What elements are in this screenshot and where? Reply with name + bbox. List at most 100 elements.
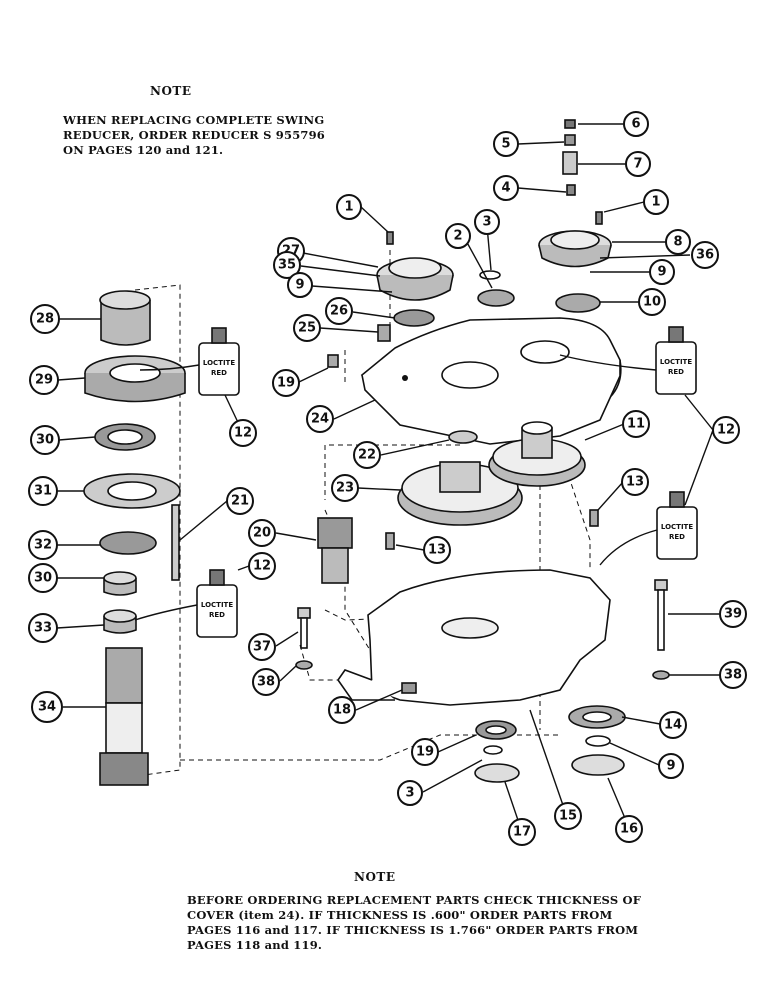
callout-1-left: 1 bbox=[336, 194, 362, 220]
cover-plate bbox=[360, 317, 622, 445]
svg-text:19: 19 bbox=[416, 745, 434, 760]
small-gear bbox=[488, 421, 586, 487]
callout-31: 31 bbox=[28, 476, 58, 506]
svg-text:RED: RED bbox=[211, 369, 227, 377]
callout-38-right: 38 bbox=[719, 661, 747, 689]
callout-24: 24 bbox=[306, 405, 334, 433]
callout-38-left: 38 bbox=[252, 668, 280, 696]
svg-text:9: 9 bbox=[666, 759, 675, 774]
callout-30-lower: 30 bbox=[28, 563, 58, 593]
callout-26: 26 bbox=[325, 297, 353, 325]
svg-text:3: 3 bbox=[405, 786, 414, 801]
svg-text:38: 38 bbox=[257, 675, 275, 690]
pinion-gear bbox=[317, 517, 353, 584]
svg-text:21: 21 bbox=[231, 494, 249, 509]
svg-text:22: 22 bbox=[358, 448, 376, 463]
svg-text:37: 37 bbox=[253, 640, 271, 655]
svg-text:LOCTITE: LOCTITE bbox=[660, 358, 692, 366]
pinion-shaft bbox=[99, 504, 180, 786]
svg-text:5: 5 bbox=[501, 137, 510, 152]
callout-18: 18 bbox=[328, 696, 356, 724]
callout-29: 29 bbox=[29, 365, 59, 395]
callout-12-lower-left: 12 bbox=[248, 552, 276, 580]
svg-text:19: 19 bbox=[277, 376, 295, 391]
callout-3-top: 3 bbox=[474, 209, 500, 235]
svg-text:1: 1 bbox=[651, 195, 660, 210]
lower-housing bbox=[337, 569, 611, 706]
svg-text:2: 2 bbox=[453, 229, 462, 244]
svg-text:36: 36 bbox=[696, 248, 714, 263]
svg-text:31: 31 bbox=[34, 484, 52, 499]
callout-14: 14 bbox=[659, 711, 687, 739]
left-bearing-stack bbox=[83, 290, 186, 634]
svg-text:12: 12 bbox=[717, 423, 735, 438]
svg-text:7: 7 bbox=[633, 157, 642, 172]
svg-text:LOCTITE: LOCTITE bbox=[201, 601, 233, 609]
callout-12-upper-left: 12 bbox=[229, 419, 257, 447]
svg-text:29: 29 bbox=[35, 373, 53, 388]
svg-text:24: 24 bbox=[311, 412, 329, 427]
fittings bbox=[327, 119, 603, 368]
callout-11: 11 bbox=[622, 410, 650, 438]
callout-12-upper-right: 12 bbox=[712, 416, 740, 444]
callout-35: 35 bbox=[273, 251, 301, 279]
svg-text:23: 23 bbox=[336, 481, 354, 496]
svg-text:9: 9 bbox=[295, 278, 304, 293]
callout-9-upper-right: 9 bbox=[649, 259, 675, 285]
svg-text:35: 35 bbox=[278, 258, 296, 273]
svg-text:25: 25 bbox=[298, 321, 316, 336]
svg-text:13: 13 bbox=[428, 543, 446, 558]
callout-4: 4 bbox=[493, 175, 519, 201]
upper-housing-left bbox=[376, 257, 454, 301]
svg-text:30: 30 bbox=[36, 433, 54, 448]
svg-text:11: 11 bbox=[627, 417, 645, 432]
svg-text:38: 38 bbox=[724, 668, 742, 683]
svg-text:8: 8 bbox=[673, 235, 682, 250]
bottom-note-text: BEFORE ORDERING REPLACEMENT PARTS CHECK … bbox=[187, 893, 642, 952]
callout-20: 20 bbox=[248, 519, 276, 547]
svg-text:32: 32 bbox=[34, 538, 52, 553]
svg-text:12: 12 bbox=[253, 559, 271, 574]
callout-39: 39 bbox=[719, 600, 747, 628]
callout-17: 17 bbox=[508, 818, 536, 846]
callout-23: 23 bbox=[331, 474, 359, 502]
callout-36: 36 bbox=[691, 241, 719, 269]
top-note-text: WHEN REPLACING COMPLETE SWING REDUCER, O… bbox=[63, 113, 326, 157]
upper-housing-right bbox=[538, 230, 612, 268]
svg-text:9: 9 bbox=[657, 265, 666, 280]
callout-9-upper-left: 9 bbox=[287, 272, 313, 298]
loctite-bottle-4: LOCTITE RED bbox=[656, 491, 698, 560]
callout-33: 33 bbox=[28, 613, 58, 643]
top-note-title: NOTE bbox=[150, 84, 192, 98]
callout-16: 16 bbox=[615, 815, 643, 843]
svg-text:30: 30 bbox=[34, 571, 52, 586]
svg-text:10: 10 bbox=[643, 295, 661, 310]
bottom-note-title: NOTE bbox=[354, 870, 396, 884]
callout-8: 8 bbox=[665, 229, 691, 255]
svg-text:3: 3 bbox=[482, 215, 491, 230]
callout-13-left: 13 bbox=[423, 536, 451, 564]
callout-3-lower: 3 bbox=[397, 780, 423, 806]
svg-text:18: 18 bbox=[333, 703, 351, 718]
svg-text:1: 1 bbox=[344, 200, 353, 215]
callout-7: 7 bbox=[625, 151, 651, 177]
svg-text:6: 6 bbox=[631, 117, 640, 132]
bearings bbox=[393, 270, 601, 444]
callout-10: 10 bbox=[638, 288, 666, 316]
large-gear bbox=[397, 461, 523, 526]
svg-text:39: 39 bbox=[724, 607, 742, 622]
callout-25: 25 bbox=[293, 314, 321, 342]
svg-text:4: 4 bbox=[501, 181, 510, 196]
svg-text:34: 34 bbox=[38, 700, 56, 715]
loctite-lines bbox=[134, 354, 658, 621]
svg-text:12: 12 bbox=[234, 426, 252, 441]
callout-15: 15 bbox=[554, 802, 582, 830]
callout-5: 5 bbox=[493, 131, 519, 157]
callout-19-lower: 19 bbox=[411, 738, 439, 766]
svg-text:LOCTITE: LOCTITE bbox=[661, 523, 693, 531]
svg-text:RED: RED bbox=[669, 533, 685, 541]
callout-37: 37 bbox=[248, 633, 276, 661]
